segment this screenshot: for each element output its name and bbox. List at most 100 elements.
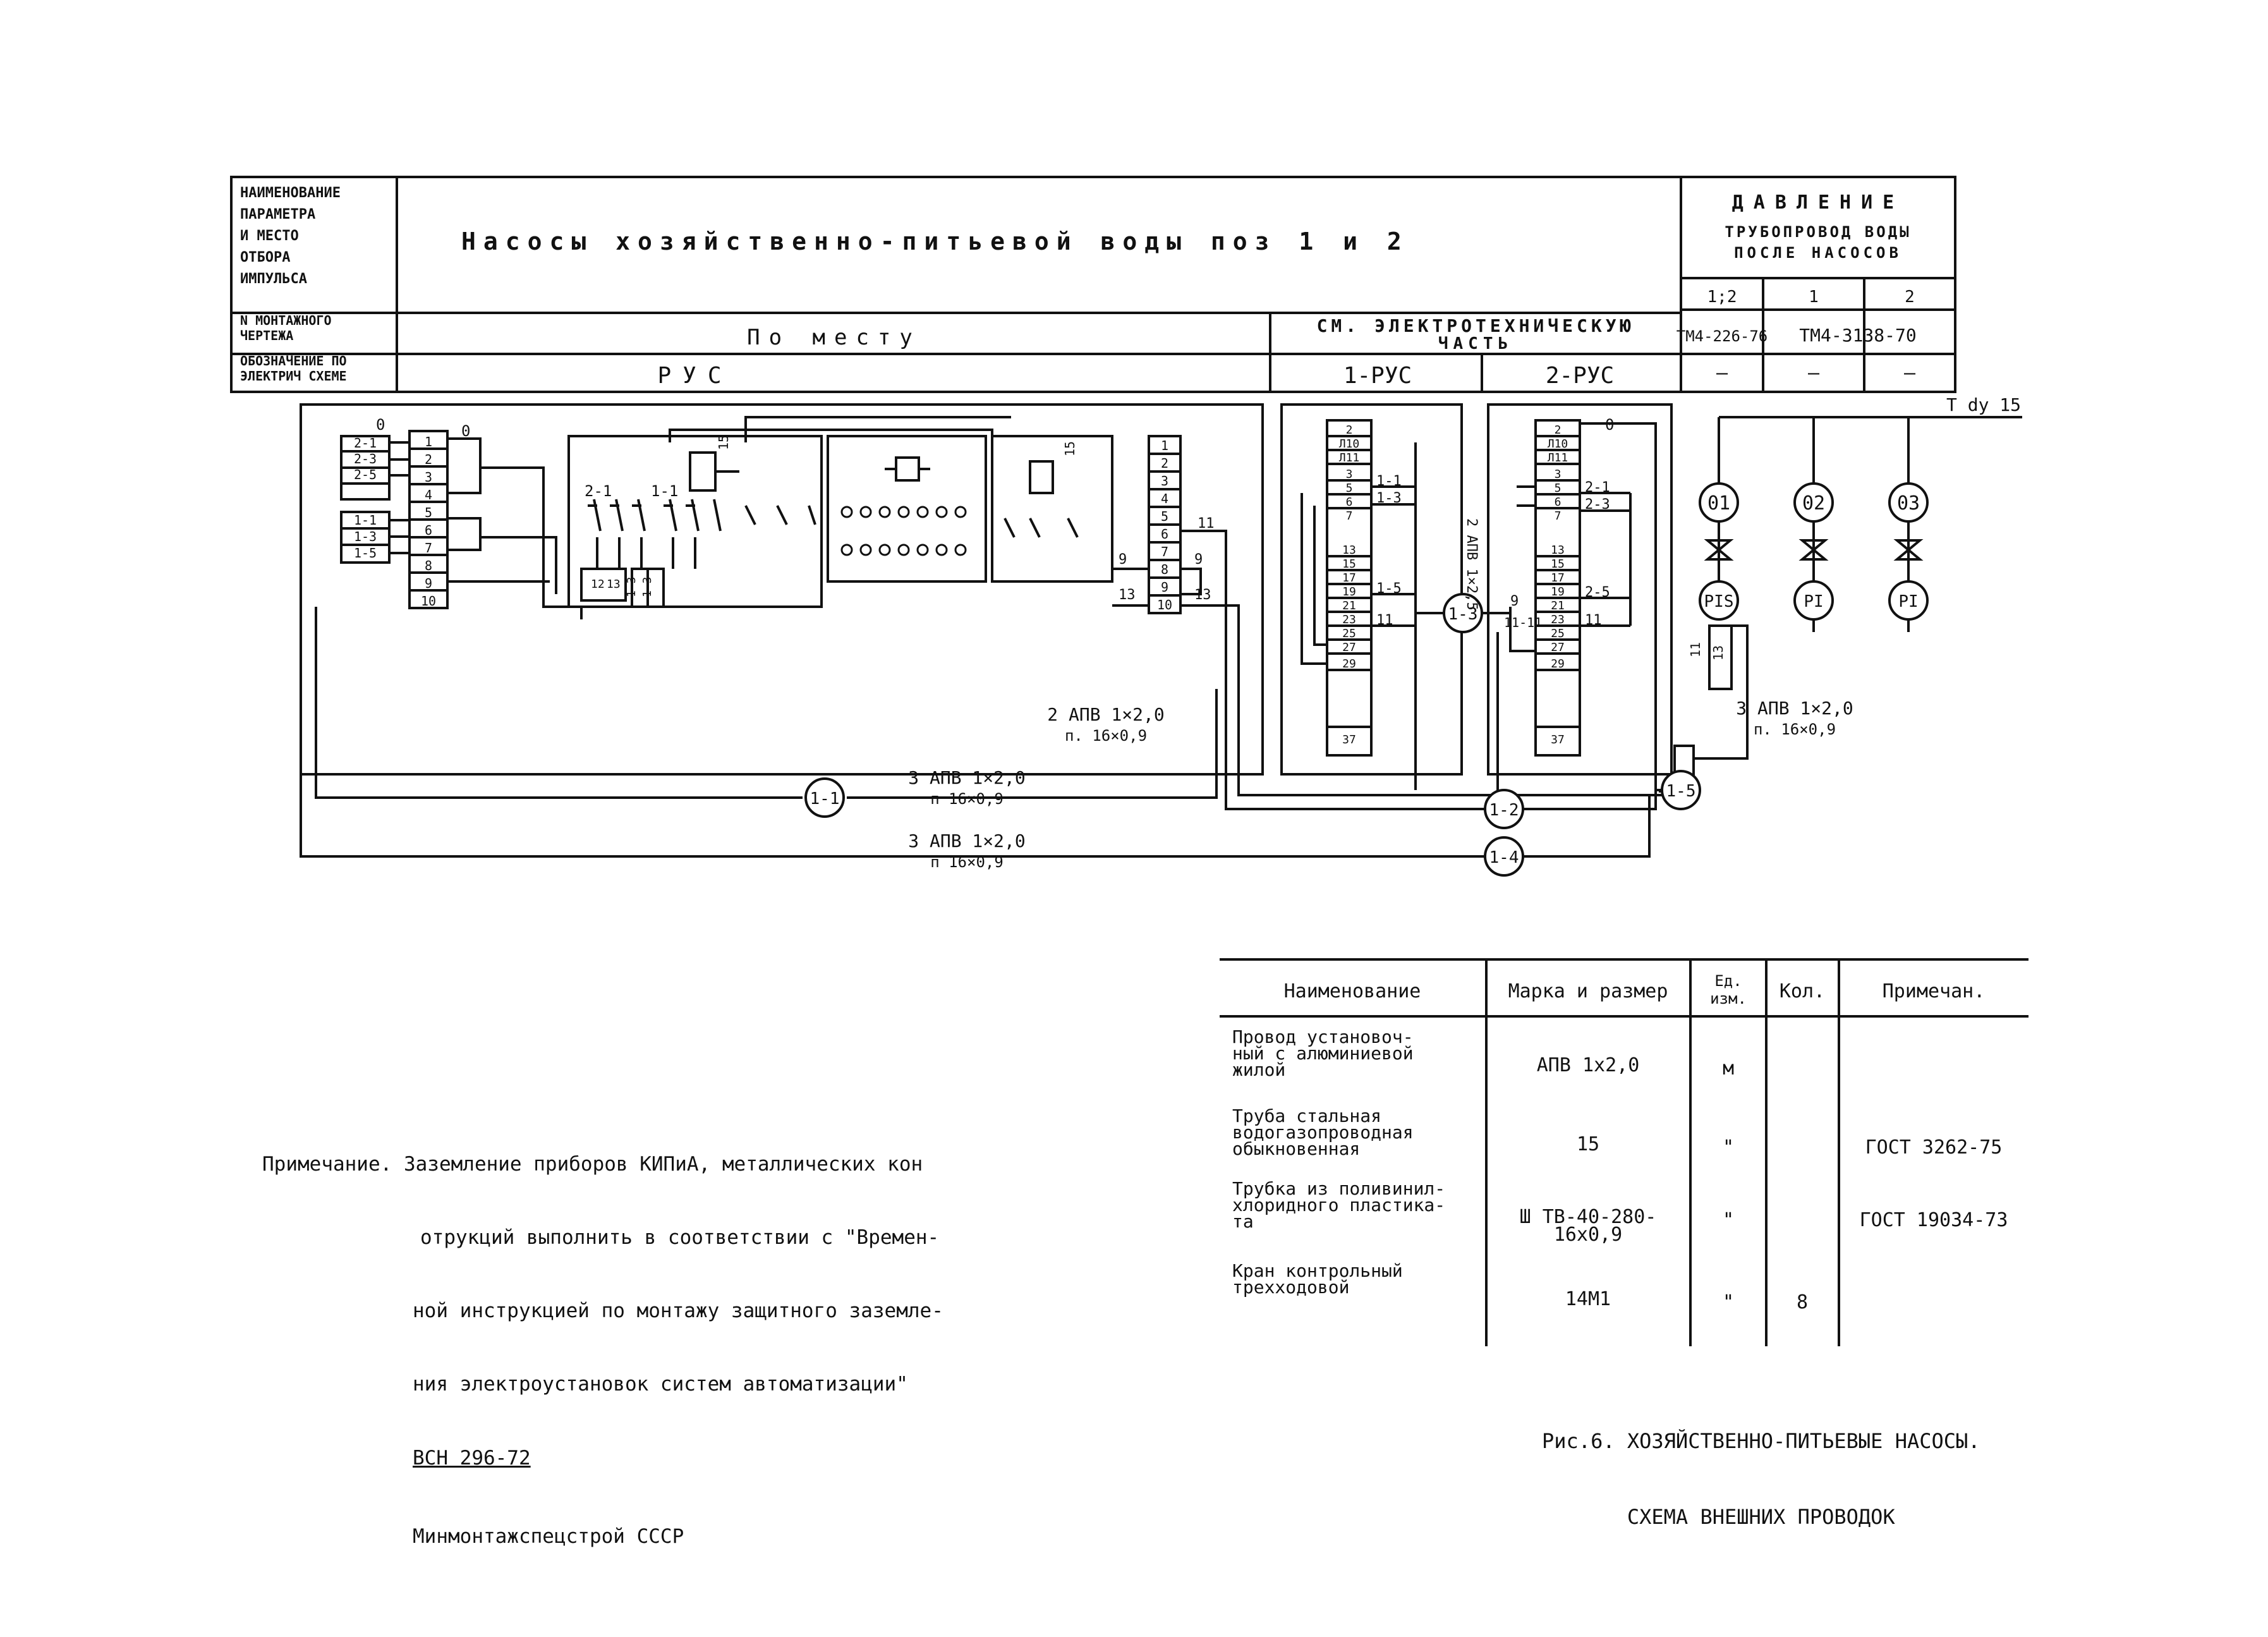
montage-see-electrical: СМ. ЭЛЕКТРОТЕХНИЧЕСКУЮ (1317, 315, 1635, 336)
panel2-wire: 9 (1510, 593, 1519, 609)
terminal-right-number: 8 (1161, 562, 1168, 577)
rus-number: 11 (1198, 516, 1215, 532)
relay-box-3 (991, 435, 1113, 583)
montage-local: По месту (747, 325, 921, 350)
spec-mark: Ш ТВ-40-280- (1520, 1206, 1657, 1228)
zero-label: 0 (461, 422, 470, 440)
rus-panel (300, 403, 1264, 790)
rus-number: 15 (716, 435, 731, 450)
left-wire-label: 2-1 (354, 435, 377, 451)
relay-label: 1-1 (651, 482, 678, 500)
panel1-wire: 11 (1376, 612, 1393, 628)
terminal-left-number: 2 (425, 452, 432, 467)
panel2-terminal: 29 (1551, 657, 1565, 671)
param-row-label: ПАРАМЕТРА (240, 207, 315, 222)
rus-number: 13 (1119, 587, 1136, 603)
note-line: отрукций выполнить в соответствии с "Вре… (420, 1226, 940, 1249)
bottom-terminal-label: 1-3 (625, 576, 638, 597)
note: Примечание. Заземление приборов КИПиА, м… (262, 1103, 943, 1573)
terminal-left-number: 1 (425, 434, 432, 449)
panel1-terminal: 21 (1342, 599, 1356, 612)
panel2-terminal: Л10 (1548, 437, 1568, 451)
cable-marker: 1-1 (810, 789, 840, 808)
montage-row-label: N МОНТАЖНОГО (240, 313, 332, 328)
module-box-2 (827, 435, 987, 583)
designation-row-label: ЭЛЕКТРИЧ СХЕМЕ (240, 368, 347, 384)
bottom-terminal-label: 12 (591, 578, 605, 591)
panel2-terminal: 21 (1551, 599, 1565, 612)
left-wire-label: 1-3 (354, 529, 377, 544)
panel2-wire: 2-3 (1585, 497, 1610, 513)
spec-header: Наименование (1284, 980, 1421, 1002)
terminal-right-number: 6 (1161, 526, 1168, 542)
terminal-right-number: 5 (1161, 509, 1168, 524)
spec-unit: " (1723, 1291, 1734, 1313)
spec-name: хлоридного пластика- (1232, 1195, 1445, 1215)
cable-sub: п 16×0,9 (930, 853, 1004, 871)
spec-name: Труба стальная (1232, 1105, 1381, 1126)
spec-unit: " (1723, 1136, 1734, 1159)
note-line: ния электроустановок систем автоматизаци… (413, 1373, 908, 1396)
dash: — (1716, 362, 1728, 384)
rus-number: 9 (1119, 552, 1127, 568)
instrument-number: 03 (1897, 492, 1920, 514)
cable-marker: 1-4 (1489, 848, 1519, 867)
spec-name: обыкновенная (1232, 1138, 1360, 1159)
panel2-wire: 2-5 (1585, 585, 1610, 600)
rus1-label: 1-РУС (1343, 363, 1412, 389)
cable-runs (300, 607, 1695, 858)
panel1-wire: 1-5 (1376, 581, 1402, 597)
panel1-terminal: 5 (1346, 482, 1353, 495)
riser-cable-label: 2 АПВ 1×2,5 (1464, 518, 1479, 611)
panel2-terminal: 23 (1551, 613, 1565, 626)
note-line: Минмонтажспецстрой СССР (413, 1524, 684, 1548)
left-wire-label: 1-5 (354, 545, 377, 561)
panel1-terminal: 23 (1342, 613, 1356, 626)
figure-caption: Рис.6. ХОЗЯЙСТВЕННО-ПИТЬЕВЫЕ НАСОСЫ. СХЕ… (1542, 1378, 1980, 1555)
spec-unit: " (1723, 1209, 1734, 1231)
header-title: Насосы хозяйственно-питьевой воды поз 1 … (461, 228, 1409, 255)
note-line: ВСН 296-72 (413, 1446, 531, 1470)
panel1-terminal: Л10 (1339, 437, 1360, 451)
panel-2-rus (1487, 403, 1673, 796)
dash: — (1808, 362, 1820, 384)
spec-name: жилой (1232, 1059, 1285, 1080)
pipe-size-label: Т dy 15 (1946, 394, 2021, 415)
panel2-wire: 2-1 (1585, 480, 1610, 496)
terminal-left-number: 10 (421, 593, 436, 609)
terminal-right-number: 7 (1161, 544, 1168, 559)
col-num: 1;2 (1707, 288, 1737, 307)
panel2-wire: 11 (1585, 612, 1602, 628)
terminal-left-number: 6 (425, 523, 432, 538)
param-row-label: ОТБОРА (240, 250, 290, 265)
terminal-right-number: 1 (1161, 438, 1168, 453)
terminal-right-number: 3 (1161, 473, 1168, 489)
terminal-left-number: 4 (425, 487, 432, 502)
panel-1-rus (1280, 403, 1463, 790)
panel2-terminal: Л11 (1548, 451, 1568, 465)
caption-line-1: Рис.6. ХОЗЯЙСТВЕННО-ПИТЬЕВЫЕ НАСОСЫ. (1542, 1429, 1980, 1453)
panel2-terminal: 27 (1551, 641, 1565, 654)
spec-header: Кол. (1780, 980, 1825, 1002)
panel2-terminal: 3 (1555, 468, 1562, 481)
terminal-right-number: 2 (1161, 456, 1168, 471)
spec-name: ный с алюминиевой (1232, 1043, 1414, 1064)
panel1-terminal: 6 (1346, 496, 1353, 509)
cable-spec: 3 АПВ 1×2,0 (1736, 698, 1853, 719)
terminal-left-number: 9 (425, 576, 432, 591)
spec-mark: 15 (1577, 1133, 1599, 1155)
instrument-type: PI (1898, 592, 1918, 611)
terminal-left-number: 7 (425, 540, 432, 556)
panel1-terminal: 13 (1342, 544, 1356, 557)
spec-note: ГОСТ 3262-75 (1865, 1136, 2003, 1159)
spec-header: Примечан. (1883, 980, 1986, 1002)
bottom-terminal-label: 13 (607, 578, 621, 591)
panel2-terminal: 17 (1551, 571, 1565, 585)
spec-name: та (1232, 1211, 1254, 1232)
panel1-terminal: 2 (1346, 423, 1353, 437)
panel2-terminal: 37 (1551, 733, 1565, 746)
terminal-right-number: 9 (1161, 580, 1168, 595)
rus-number: 15 (1062, 441, 1077, 456)
param-row-label: ИМПУЛЬСА (240, 271, 307, 287)
left-wire-label: 1-1 (354, 513, 377, 528)
